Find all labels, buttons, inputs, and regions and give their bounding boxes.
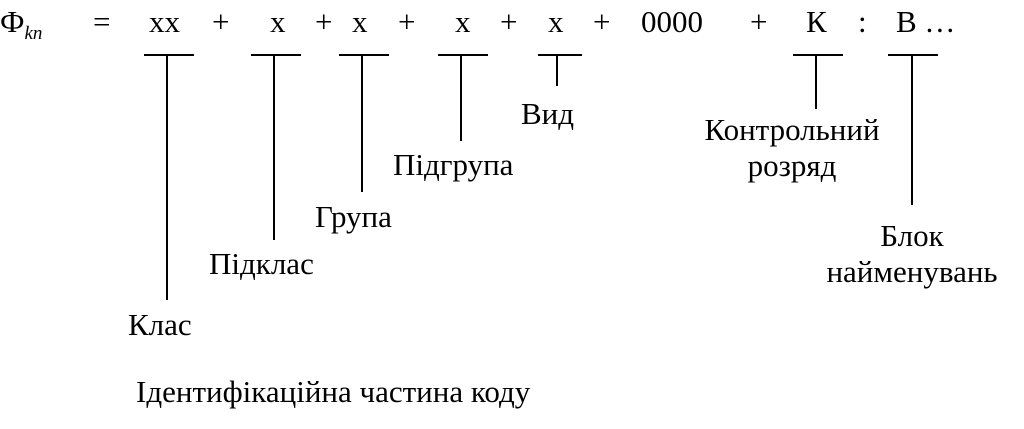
segment-names-block: В … bbox=[896, 4, 956, 39]
segment-class: xx bbox=[149, 4, 180, 39]
plus-sign: + bbox=[500, 4, 518, 39]
plus-sign: + bbox=[750, 4, 768, 39]
formula-subscript: kn bbox=[24, 23, 43, 44]
formula-symbol: Фkn bbox=[0, 4, 43, 44]
label-control-digit: Контрольний розряд bbox=[688, 112, 896, 185]
label-class: Клас bbox=[128, 307, 192, 342]
label-subclass: Підклас bbox=[209, 246, 314, 281]
segment-subclass: x bbox=[270, 4, 286, 39]
label-block-line2: найменувань bbox=[826, 254, 998, 290]
label-kind: Вид bbox=[521, 96, 575, 131]
label-subgroup: Підгрупа bbox=[393, 147, 514, 182]
label-group: Група bbox=[315, 199, 392, 234]
segment-control: К bbox=[806, 4, 827, 39]
plus-sign: + bbox=[398, 4, 416, 39]
segment-group: x bbox=[352, 4, 368, 39]
colon-sign: : bbox=[858, 4, 867, 39]
formula-equals: = bbox=[93, 4, 111, 39]
label-control-line2: розряд bbox=[747, 148, 837, 184]
plus-sign: + bbox=[593, 4, 611, 39]
segment-subgroup: x bbox=[455, 4, 471, 39]
segment-serial: 0000 bbox=[641, 4, 703, 39]
label-names-block: Блок найменувань bbox=[810, 218, 1014, 291]
label-control-line1: Контрольний bbox=[704, 112, 880, 147]
plus-sign: + bbox=[315, 4, 333, 39]
segment-kind: x bbox=[548, 4, 564, 39]
plus-sign: + bbox=[212, 4, 230, 39]
diagram-caption: Ідентифікаційна частина коду bbox=[136, 374, 531, 409]
label-block-line1: Блок bbox=[880, 218, 944, 253]
